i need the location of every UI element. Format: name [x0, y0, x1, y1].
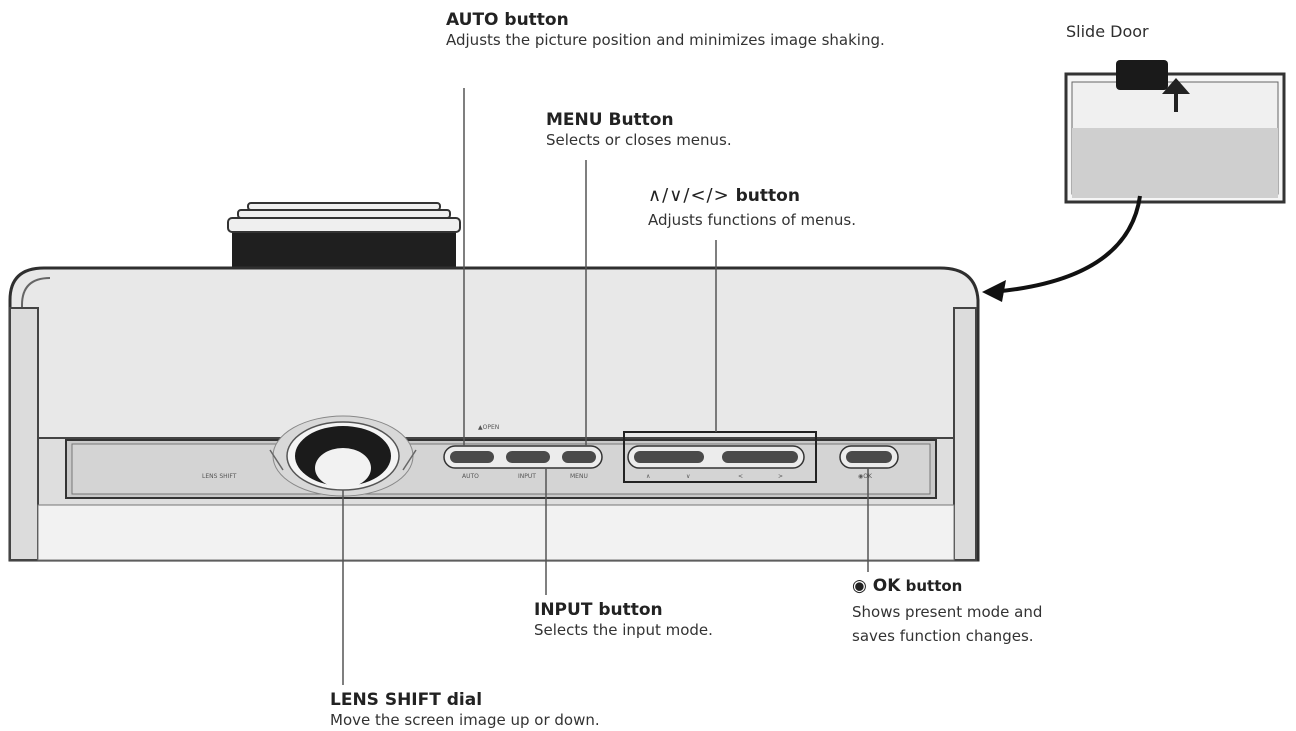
auto-button-title: AUTO button	[446, 10, 569, 30]
arrow-symbols: ∧/∨/</>	[648, 185, 730, 206]
lens-shift-desc: Move the screen image up or down.	[330, 711, 600, 729]
arrow-buttons-callout: ∧/∨/</> button Adjusts functions of menu…	[648, 186, 948, 230]
panel-text: ▲OPEN LENS SHIFT AUTO INPUT MENU ∧ ∨ < >…	[202, 424, 873, 480]
ok-button-desc-line1: Shows present mode and	[852, 603, 1043, 621]
menu-button-title: MENU Button	[546, 110, 674, 130]
ok-button-title-suffix: button	[900, 577, 963, 595]
slide-door-arrow	[982, 195, 1142, 302]
input-panel-text: INPUT	[518, 473, 536, 480]
ok-button-callout: ◉ OK button Shows present mode and saves…	[852, 576, 1112, 646]
auto-button-desc: Adjusts the picture position and minimiz…	[446, 31, 885, 49]
open-mark-text: ▲OPEN	[478, 424, 499, 431]
ok-button-desc-line2: saves function changes.	[852, 627, 1034, 645]
arrow-buttons-desc: Adjusts functions of menus.	[648, 211, 856, 229]
leader-lines	[342, 88, 869, 685]
projector-body	[8, 266, 980, 562]
lens-shift-callout: LENS SHIFT dial Move the screen image up…	[330, 690, 710, 730]
input-button-title: INPUT button	[534, 600, 663, 620]
ok-panel-text: ◉OK	[858, 473, 873, 480]
auto-panel-text: AUTO	[462, 473, 479, 480]
left-panel-text: <	[738, 473, 743, 480]
slide-door-label: Slide Door	[1066, 22, 1149, 41]
lens-shift-panel-text: LENS SHIFT	[202, 473, 237, 480]
menu-button-desc: Selects or closes menus.	[546, 131, 732, 149]
input-button-callout: INPUT button Selects the input mode.	[534, 600, 834, 640]
menu-panel-text: MENU	[570, 473, 588, 480]
auto-button-callout: AUTO button Adjusts the picture position…	[446, 10, 906, 50]
menu-button-callout: MENU Button Selects or closes menus.	[546, 110, 846, 150]
ok-symbol: ◉	[852, 576, 867, 596]
right-panel-text: >	[778, 473, 783, 480]
input-button-desc: Selects the input mode.	[534, 621, 713, 639]
lens-shift-title: LENS SHIFT dial	[330, 690, 483, 710]
up-panel-text: ∧	[646, 473, 650, 480]
down-panel-text: ∨	[686, 473, 690, 480]
arrow-buttons-title: button	[729, 186, 800, 206]
panel-buttons	[443, 431, 899, 483]
lens-barrel	[227, 202, 461, 268]
ok-button-title: OK	[866, 576, 901, 596]
lens-shift-dial	[269, 415, 417, 497]
slide-door-inset	[1064, 60, 1286, 204]
